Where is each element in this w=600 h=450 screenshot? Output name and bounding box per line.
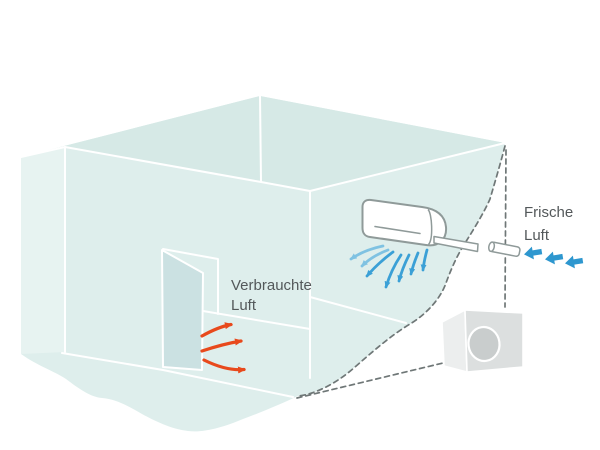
roof-left-rim-line <box>20 146 66 158</box>
airflow-fan-arrows-icon <box>349 244 429 289</box>
exhaust-air-label-line1: Verbrauchte <box>231 277 312 294</box>
cutaway-edge-dashed-line <box>297 145 506 397</box>
fresh-air-block-arrows-icon <box>524 246 584 269</box>
wall-pipe-stub <box>487 241 521 257</box>
airflow-arrow <box>409 251 420 276</box>
door-opening-frame <box>162 248 219 315</box>
exhaust-air-label-line2: Luft <box>231 297 257 314</box>
outdoor-condenser-unit-icon <box>441 309 524 373</box>
room-seam-lines <box>20 95 506 398</box>
fresh-air-arrow <box>565 255 584 269</box>
airflow-arrow <box>420 248 429 272</box>
refrigerant-pipe <box>433 235 479 253</box>
ground-dashed-line <box>296 362 444 399</box>
airflow-arrow <box>384 253 403 289</box>
right-wall-ceiling-line <box>309 142 506 192</box>
indoor-unit-vent-slot <box>374 225 421 235</box>
wall-cutaway-dashed-lines <box>296 145 507 399</box>
room-base <box>21 96 505 432</box>
left-wall-floor-line <box>202 310 311 330</box>
diagram-labels: Verbrauchte Luft Frische Luft <box>231 204 573 314</box>
pipe-stub-opening <box>487 241 496 253</box>
airflow-arrow <box>360 248 390 268</box>
outdoor-unit-side-face <box>441 309 468 373</box>
right-wall-floor-line <box>309 296 407 324</box>
fresh-air-label-line2: Luft <box>524 227 550 244</box>
fresh-air-label-line1: Frische <box>524 204 573 221</box>
indoor-unit-front-edge <box>427 208 433 246</box>
exhaust-air-swoosh-arrows-icon <box>200 322 246 374</box>
exhaust-arrow <box>200 338 243 353</box>
airflow-arrow <box>397 253 411 283</box>
exhaust-arrow <box>200 322 233 338</box>
open-door-icon <box>161 248 219 371</box>
airflow-arrow <box>349 244 385 261</box>
fresh-air-arrow <box>545 251 564 265</box>
exhaust-arrow <box>202 358 246 374</box>
wall-mounted-ac-unit-icon <box>361 198 479 253</box>
indoor-unit-body <box>361 198 448 247</box>
airflow-arrow <box>365 250 395 278</box>
door-panel <box>161 249 204 371</box>
fresh-air-arrow <box>524 246 543 260</box>
roof-corner-vertical-line <box>259 95 262 183</box>
room-roof <box>21 96 505 191</box>
room-outer-wall-strip <box>21 147 65 354</box>
fan-circle-icon <box>467 325 501 363</box>
wall-section-vertical-dashed-line <box>504 149 507 308</box>
floor-front-edge-line <box>61 352 294 398</box>
